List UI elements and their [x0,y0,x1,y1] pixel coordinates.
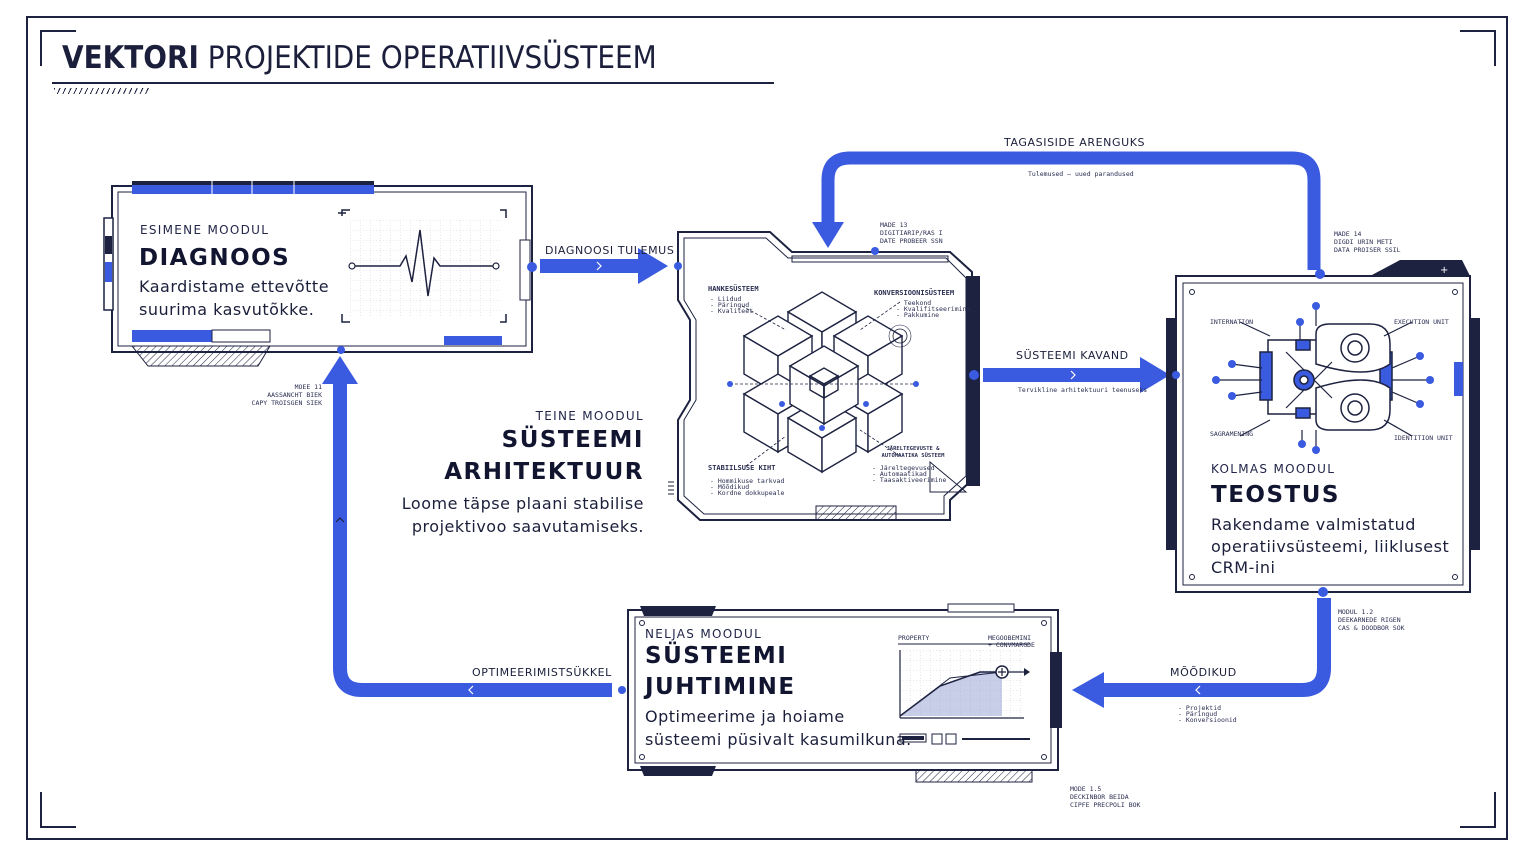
made13-line2: DIGITIARIP/RAS I [880,229,943,237]
page-title: VEKTORI PROJEKTIDE OPERATIIVSÜSTEEM [62,40,657,76]
corner-bracket-bottom-left [40,792,76,828]
arhitektuur-title-2: ARHITEKTUUR [444,459,644,485]
corner-bracket-top-left [40,30,76,66]
gear-label-tl: INTERNATION [1210,318,1254,326]
label-moodikud: MÕÕDIKUD [1170,666,1237,679]
made14-line3: DATA PROISER SSIL [1334,246,1401,254]
arhitektuur-desc-1: Loome täpse plaani stabilise [401,494,644,513]
diagnoos-desc-1: Kaardistame ettevõtte [139,277,330,296]
mini-chart-label-left: PROPERTY [898,634,930,642]
arrow-tagasiside [821,151,1321,270]
label-susteemi-kavand: SÜSTEEMI KAVAND [1016,349,1129,362]
arhitektuur-desc-2: projektivoo saavutamiseks. [411,517,644,536]
juhtimine-desc-1: Optimeerime ja hoiame [645,707,845,726]
outer-frame [26,16,1508,840]
gear-label-bl: SAGRAMENING [1210,430,1254,438]
juhtimine-desc-2: süsteemi püsivalt kasumilkuna. [645,730,912,749]
cube-hanke-item-3: - Kvaliteet [710,307,754,315]
cube-hanke-item-2: - Päringud [710,301,750,309]
mini-chart-label-right-1: MEGOOBEMINI [988,634,1032,642]
arrow-optimeerimistsukkel [333,380,612,697]
cube-stab-item-3: - Kordne dokkupeale [710,489,785,497]
moodikud-note-1: - Projektid [1178,704,1222,712]
arhitektuur-kicker: TEINE MOODUL [535,409,644,423]
panel-juhtimine [618,603,1062,783]
cube-center [788,345,860,426]
teostus-desc-2: operatiivsüsteemi, liiklusest [1211,537,1450,556]
diagnoos-title: DIAGNOOS [139,245,291,271]
arrow-susteemi-kavand [983,357,1170,393]
label-diagnoosi-tulemus: DIAGNOOSI TULEMUS [545,244,675,257]
modul12-line3: CAS & DOODBOR SOK [1338,624,1405,632]
cube-konv-item-3: - Pakkumine [896,311,940,319]
title-underline [52,82,774,84]
modul12-line1: MODUL 1.2 [1338,608,1374,616]
mode11-line2: AASSANCHT BIEK [267,391,322,399]
juhtimine-kicker: NELJAS MOODUL [645,627,763,641]
cube-label-jarel: JÄRELTEGEVUSTE & AUTOMAATIKA SÜSTEEM [881,446,945,459]
panel-arhitektuur [668,231,980,521]
cube-stab-item-1: - Hommikuse tarkvad [710,477,785,485]
cube-label-konv: KONVERSIOONISÜSTEEM [874,289,955,297]
cube-jarel-item-1: - Järeltegevused [872,464,935,472]
teostus-desc-3: CRM-ini [1211,558,1276,577]
made13-line1: MADE 13 [880,221,908,229]
mode15-line2: DECKINBOR BEIDA [1070,793,1129,801]
made14-line2: DIGDI URIN METI [1334,238,1393,246]
cube-label-stab: STABIILSUSE KIHT [708,464,776,472]
mode15-line1: MODE 1.5 [1070,785,1102,793]
moodikud-note-2: - Päringud [1178,710,1218,718]
diagnoos-desc-2: suurima kasvutõkke. [139,300,315,319]
tagasiside-subnote: Tulemused – uued parandused [1028,170,1134,178]
arhitektuur-title-1: SÜSTEEMI [501,427,644,453]
cube-jarel-item-2: - Automaatikad [872,470,927,478]
mode11-line1: MOEE 11 [294,383,322,391]
gear-label-br: IDENTITION UNIT [1394,434,1453,442]
juhtimine-title-1: SÜSTEEMI [645,643,788,669]
corner-bracket-bottom-right [1460,792,1496,828]
title-bold: VEKTORI [62,40,199,76]
panel-teostus: + [1166,260,1480,597]
title-rest: PROJEKTIDE OPERATIIVSÜSTEEM [207,40,657,76]
teostus-desc-1: Rakendame valmistatud [1211,515,1416,534]
mode15-line3: CIPFE PRECPOLI BOK [1070,801,1141,809]
teostus-title: TEOSTUS [1211,482,1340,508]
flow-chevrons [335,261,1201,695]
cube-konv-item-1: - Teekond [896,299,932,307]
label-tagasiside: TAGASISIDE ARENGUKS [1004,136,1146,149]
made13-line3: DATE PROBEER SSN [880,237,943,245]
cube-hanke-item-1: - Liidud [710,295,742,303]
title-hatch [54,88,150,94]
juhtimine-title-2: JUHTIMINE [645,674,796,700]
moodikud-note-3: - Konversioonid [1178,716,1237,724]
teostus-kicker: KOLMAS MOODUL [1211,462,1336,476]
mode11-line3: CAPY TROISGEN SIEK [251,399,322,407]
cube-konv-item-2: - Kvalifitseerimine [896,305,971,313]
svg-text:+: + [1440,265,1448,276]
diagnoos-kicker: ESIMENE MOODUL [140,223,270,237]
mini-chart-label-right-2: + CONVMARGDE [988,641,1035,649]
cube-jarel-item-3: - Taasaktiveerimine [872,476,947,484]
arrow-diagnoosi-tulemus [540,248,668,284]
gear-label-tr: EXECUTION UNIT [1394,318,1449,326]
kavand-subnote: Tervikline arhitektuuri teenuseks [1018,386,1148,394]
panel-diagnoos [103,181,537,367]
flow-arrows [322,151,1331,708]
arrow-moodikud [1100,598,1331,697]
made14-line1: MADE 14 [1334,230,1362,238]
corner-bracket-top-right [1460,30,1496,66]
modul12-line2: DEEKARNEDE RIGEN [1338,616,1401,624]
cube-stab-item-2: - Mõõdikud [710,483,750,491]
label-optimeerimistsukkel: OPTIMEERIMISTSÜKKEL [472,666,612,679]
cube-label-hanke: HANKESÜSTEEM [708,285,759,293]
